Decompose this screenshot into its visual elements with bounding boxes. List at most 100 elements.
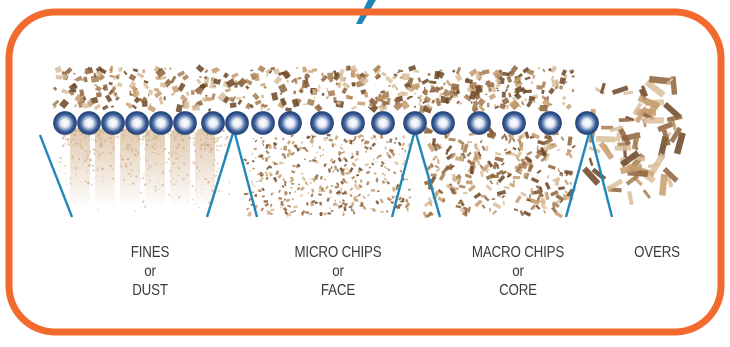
feed-chip: [351, 70, 355, 78]
micro-chip: [268, 166, 272, 168]
micro-chip: [362, 195, 366, 199]
dust-speck: [79, 145, 80, 146]
macro-chip: [435, 157, 438, 159]
micro-chip: [349, 206, 352, 208]
dust-speck: [177, 175, 179, 177]
micro-chip: [393, 156, 394, 158]
dust-speck: [181, 138, 182, 139]
micro-chip: [319, 202, 320, 204]
micro-chip: [262, 140, 265, 144]
feed-chip: [531, 81, 533, 84]
feed-chip: [205, 97, 211, 102]
dust-speck: [67, 215, 68, 216]
feed-chip: [541, 90, 545, 94]
dust-speck: [213, 165, 214, 166]
micro-chip: [288, 149, 291, 154]
dust-speck: [81, 181, 82, 182]
dust-speck: [188, 182, 189, 183]
disc-roller: [342, 112, 365, 135]
feed-chip: [572, 76, 575, 78]
dust-speck: [98, 209, 99, 210]
macro-chip: [466, 152, 471, 157]
dust-speck: [97, 167, 98, 168]
dust-speck: [110, 165, 112, 167]
micro-chip: [259, 172, 262, 177]
dust-speck: [86, 157, 88, 159]
micro-chip: [320, 155, 322, 157]
dust-speck: [128, 150, 129, 151]
dust-speck: [77, 167, 78, 168]
macro-chip: [564, 170, 573, 175]
dust-speck: [127, 144, 129, 146]
feed-chip: [428, 73, 431, 76]
dust-speck: [178, 144, 180, 146]
dust-speck: [84, 181, 86, 183]
dust-speck: [174, 167, 175, 168]
micro-chip: [336, 182, 340, 186]
dust-speck: [156, 139, 157, 140]
dust-speck: [168, 133, 170, 135]
micro-chip: [338, 157, 342, 162]
feed-chip: [164, 67, 166, 70]
micro-chip: [334, 204, 338, 206]
micro-chip: [331, 210, 334, 213]
dust-speck: [111, 186, 112, 187]
feed-chip: [566, 104, 572, 110]
dust-speck: [93, 178, 94, 179]
feed-chip: [170, 76, 176, 84]
feed-chip: [491, 83, 494, 87]
micro-chip: [282, 178, 285, 181]
feed-chip: [69, 83, 78, 92]
macro-chip: [555, 211, 563, 218]
micro-chip: [314, 157, 316, 160]
feed-chip: [487, 103, 489, 108]
micro-chip: [405, 178, 408, 180]
feed-chip: [456, 67, 462, 75]
micro-chip: [405, 199, 408, 203]
dust-speck: [176, 180, 177, 181]
feed-chip: [242, 96, 245, 98]
dust-speck: [113, 150, 114, 151]
feed-chip: [184, 101, 189, 108]
dust-speck: [119, 165, 121, 167]
micro-chip: [260, 137, 262, 138]
micro-chip: [375, 161, 377, 163]
dust-speck: [127, 158, 129, 160]
dust-speck: [200, 146, 202, 148]
micro-chip: [293, 210, 296, 212]
micro-chip: [385, 146, 387, 149]
micro-chip: [408, 196, 411, 199]
feed-chip: [364, 92, 368, 98]
dust-speck: [201, 130, 202, 131]
dust-speck: [170, 135, 171, 136]
micro-chip: [301, 141, 303, 144]
dust-speck: [104, 140, 106, 142]
feed-chip: [96, 92, 102, 97]
feed-chip: [307, 98, 315, 106]
dust-speck: [69, 178, 71, 180]
dust-speck: [128, 132, 129, 133]
macro-chip: [492, 198, 495, 200]
dust-speck: [220, 156, 221, 157]
micro-chip: [301, 176, 306, 181]
feed-chip: [94, 84, 97, 85]
micro-chip: [298, 184, 300, 186]
dust-speck: [224, 144, 226, 146]
dust-speck: [121, 133, 122, 134]
dust-speck: [103, 132, 105, 134]
dust-speck: [151, 166, 153, 168]
dust-speck: [102, 180, 104, 182]
feed-chip: [456, 100, 460, 104]
macro-chip: [474, 144, 480, 152]
overs-chip: [643, 189, 651, 199]
dust-speck: [133, 158, 134, 159]
feed-chip: [237, 77, 247, 87]
feed-chip: [489, 93, 496, 100]
dust-speck: [97, 151, 98, 152]
micro-chip: [356, 196, 358, 197]
disc-roller: [432, 112, 455, 135]
dust-speck: [214, 159, 216, 161]
dust-speck: [156, 163, 158, 165]
micro-chip: [292, 165, 295, 168]
overs-chip: [589, 157, 594, 166]
